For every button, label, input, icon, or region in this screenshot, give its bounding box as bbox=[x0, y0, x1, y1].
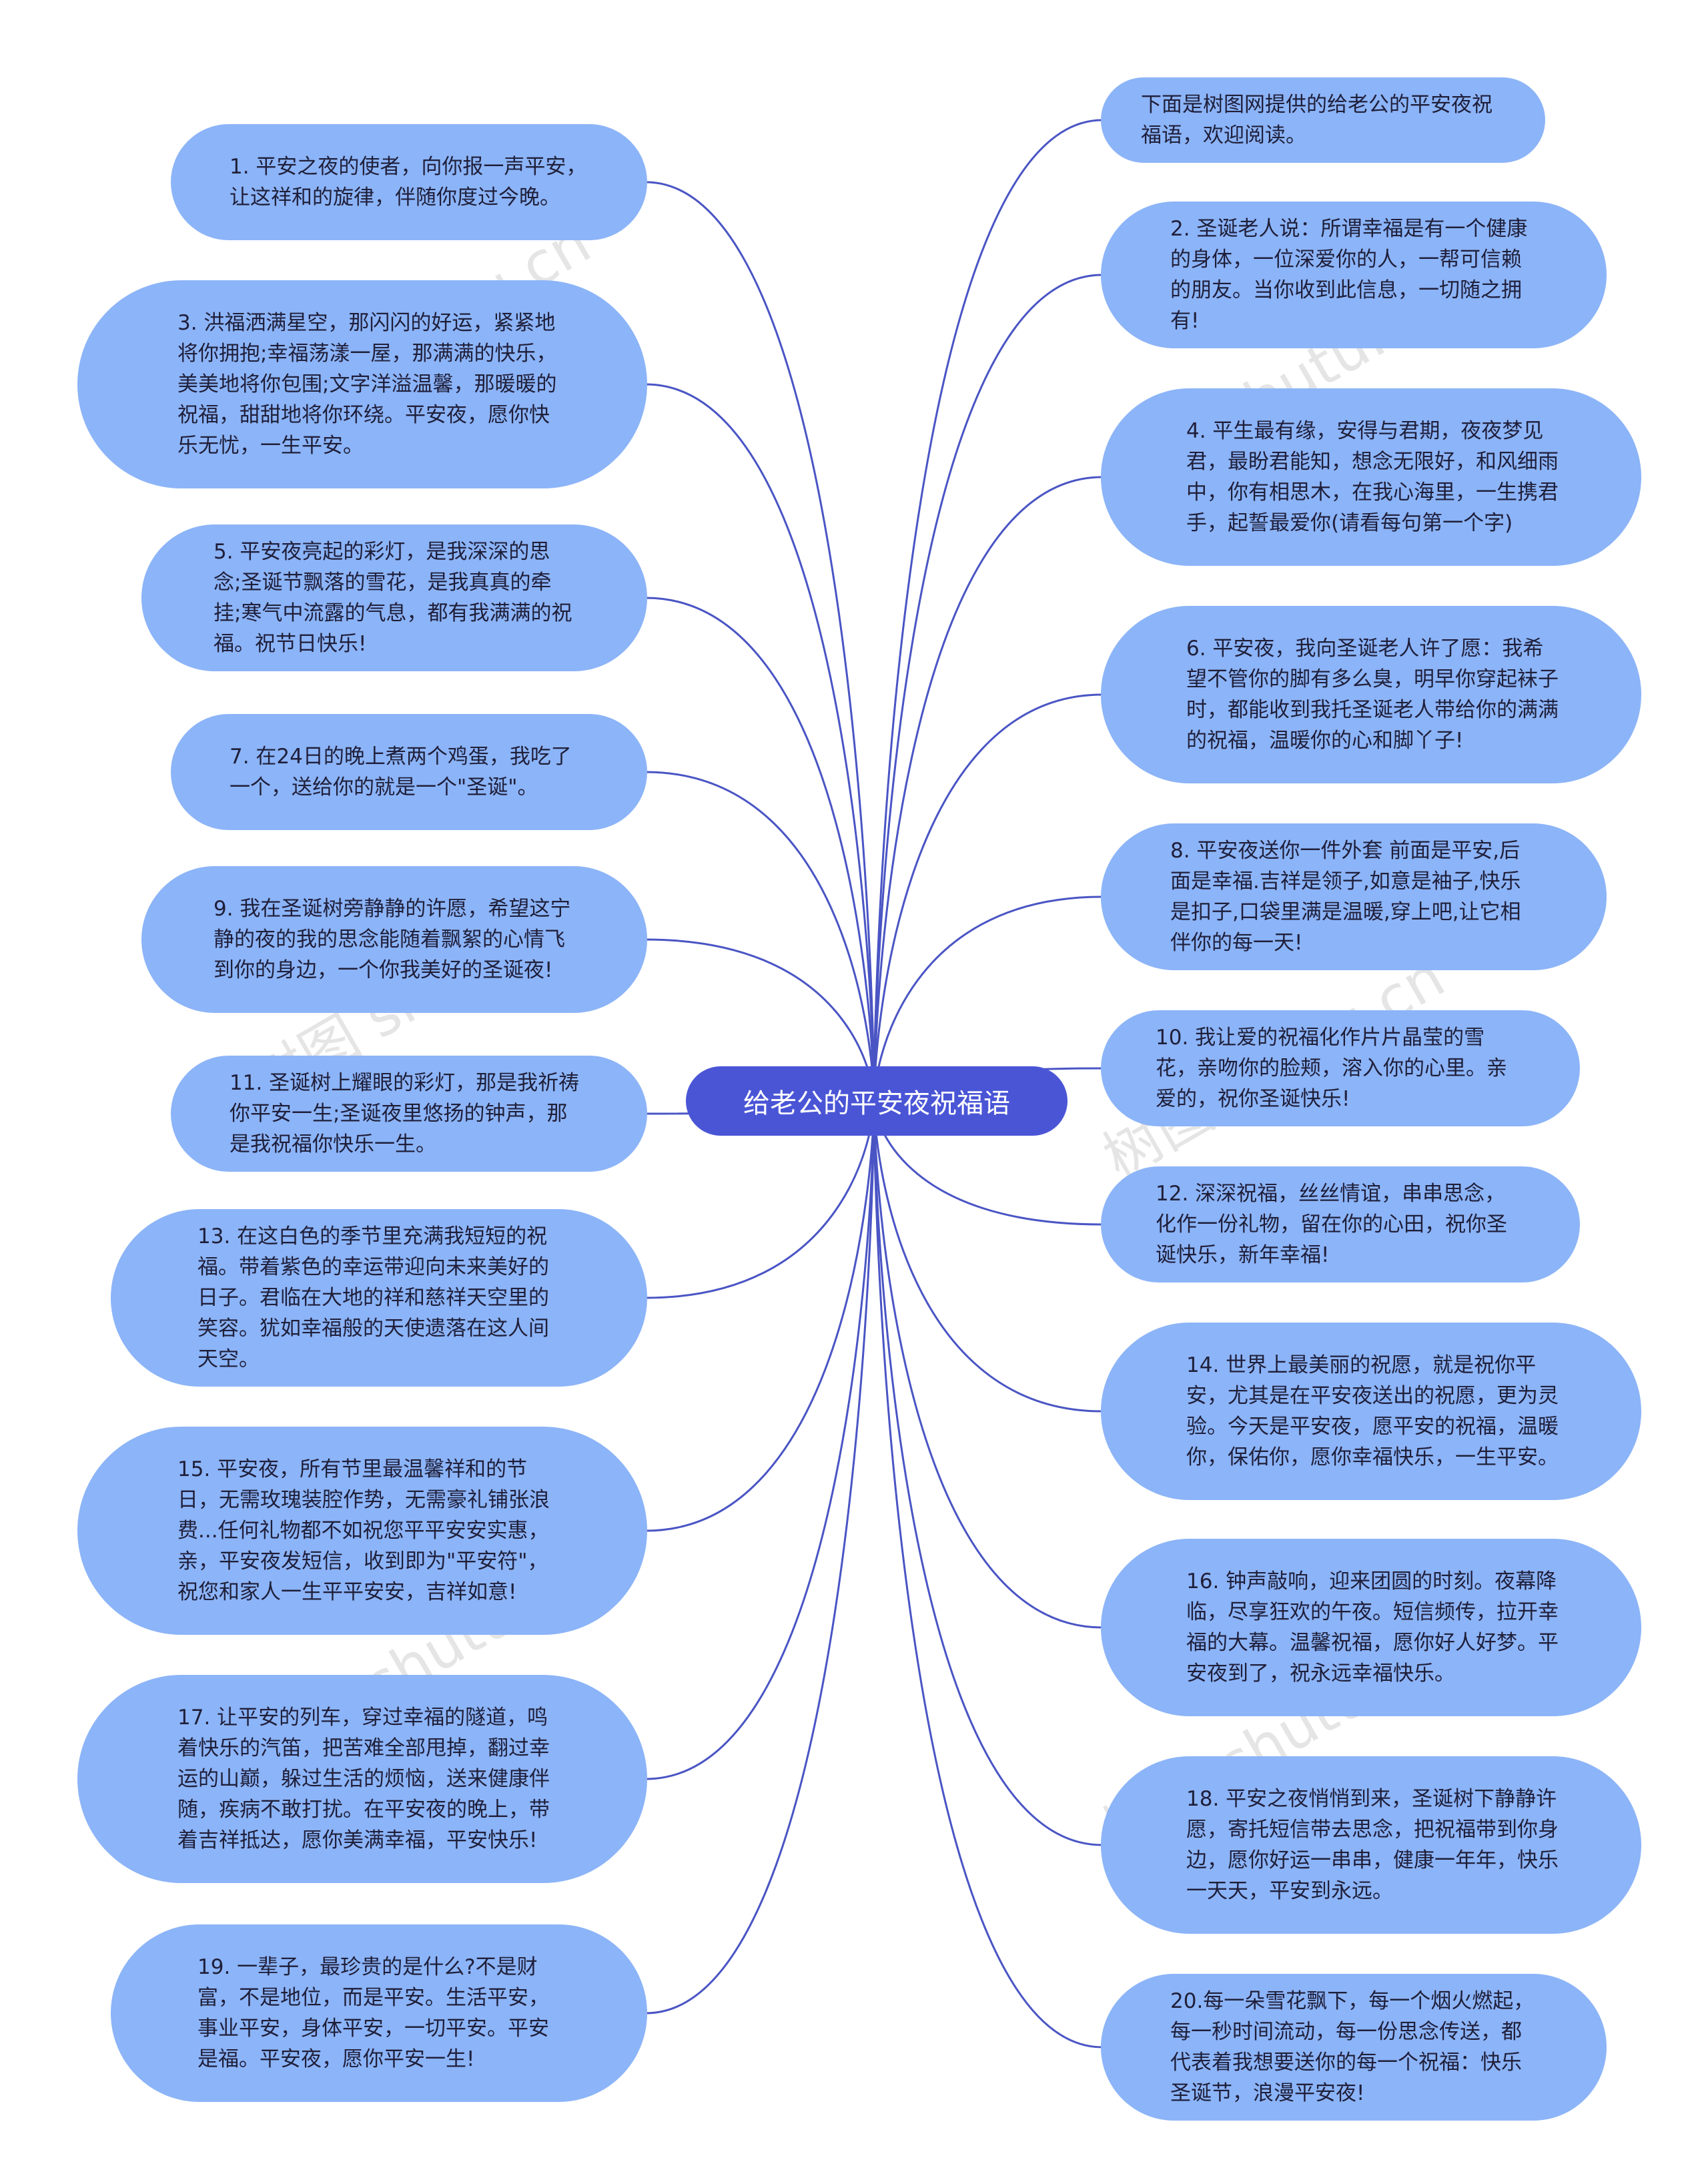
node-text: 2. 圣诞老人说：所谓幸福是有一个健康的身体，一位深爱你的人，一帮可信赖的朋友。… bbox=[1170, 217, 1528, 333]
node-text: 12. 深深祝福，丝丝情谊，串串思念，化作一份礼物，留在你的心田，祝你圣诞快乐，… bbox=[1156, 1182, 1507, 1267]
left-node-19[interactable]: 19. 一辈子，最珍贵的是什么?不是财富，不是地位，而是平安。生活平安，事业平安… bbox=[111, 1924, 647, 2102]
right-node-2[interactable]: 2. 圣诞老人说：所谓幸福是有一个健康的身体，一位深爱你的人，一帮可信赖的朋友。… bbox=[1101, 202, 1607, 348]
right-node-20[interactable]: 20.每一朵雪花飘下，每一个烟火燃起，每一秒时间流动，每一份思念传送，都代表着我… bbox=[1101, 1974, 1607, 2121]
node-text: 4. 平生最有缘，安得与君期，夜夜梦见君，最盼君能知，想念无限好，和风细雨中，你… bbox=[1186, 419, 1559, 535]
connector-right-node-20 bbox=[873, 1100, 1103, 2049]
left-node-5[interactable]: 5. 平安夜亮起的彩灯，是我深深的思念;圣诞节飘落的雪花，是我真真的牵挂;寒气中… bbox=[141, 524, 647, 671]
node-text: 13. 在这白色的季节里充满我短短的祝福。带着紫色的幸运带迎向未来美好的日子。君… bbox=[197, 1224, 549, 1371]
node-text: 9. 我在圣诞树旁静静的许愿，希望这宁静的夜的我的思念能随着飘絮的心情飞到你的身… bbox=[214, 897, 571, 982]
node-text: 16. 钟声敲响，迎来团圆的时刻。夜幕降临，尽享狂欢的午夜。短信频传，拉开幸福的… bbox=[1186, 1569, 1559, 1686]
left-node-15[interactable]: 15. 平安夜，所有节里最温馨祥和的节日，无需玫瑰装腔作势，无需豪礼铺张浪费..… bbox=[77, 1427, 647, 1635]
node-text: 8. 平安夜送你一件外套 前面是平安,后面是幸福.吉祥是领子,如意是袖子,快乐是… bbox=[1170, 839, 1521, 955]
left-node-11[interactable]: 11. 圣诞树上耀眼的彩灯，那是我祈祷你平安一生;圣诞夜里悠扬的钟声，那是我祝福… bbox=[171, 1056, 647, 1172]
connector-right-node-14 bbox=[873, 1100, 1103, 1413]
root-topic[interactable]: 给老公的平安夜祝福语 bbox=[686, 1066, 1068, 1136]
right-node-14[interactable]: 14. 世界上最美丽的祝愿，就是祝你平安，尤其是在平安夜送出的祝愿，更为灵验。今… bbox=[1101, 1323, 1641, 1500]
connector-left-node-17 bbox=[645, 1100, 875, 1780]
node-text: 17. 让平安的列车，穿过幸福的隧道，鸣着快乐的汽笛，把苦难全部甩掉，翻过幸运的… bbox=[177, 1706, 550, 1852]
left-node-17[interactable]: 17. 让平安的列车，穿过幸福的隧道，鸣着快乐的汽笛，把苦难全部甩掉，翻过幸运的… bbox=[77, 1675, 647, 1883]
connector-left-node-19 bbox=[645, 1100, 875, 2015]
node-text: 1. 平安之夜的使者，向你报一声平安，让这祥和的旋律，伴随你度过今晚。 bbox=[230, 155, 587, 210]
right-node-10[interactable]: 10. 我让爱的祝福化作片片晶莹的雪花，亲吻你的脸颊，溶入你的心里。亲爱的，祝你… bbox=[1101, 1010, 1580, 1126]
right-node-4[interactable]: 4. 平生最有缘，安得与君期，夜夜梦见君，最盼君能知，想念无限好，和风细雨中，你… bbox=[1101, 388, 1641, 566]
right-node-intro[interactable]: 下面是树图网提供的给老公的平安夜祝福语，欢迎阅读。 bbox=[1101, 77, 1545, 163]
connector-left-node-1 bbox=[645, 181, 875, 1102]
right-node-18[interactable]: 18. 平安之夜悄悄到来，圣诞树下静静许愿，寄托短信带去思念，把祝福带到你身边，… bbox=[1101, 1756, 1641, 1934]
node-text: 19. 一辈子，最珍贵的是什么?不是财富，不是地位，而是平安。生活平安，事业平安… bbox=[197, 1955, 549, 2071]
node-text: 6. 平安夜，我向圣诞老人许了愿：我希望不管你的脚有多么臭，明早你穿起袜子时，都… bbox=[1186, 637, 1559, 753]
left-node-1[interactable]: 1. 平安之夜的使者，向你报一声平安，让这祥和的旋律，伴随你度过今晚。 bbox=[171, 124, 647, 240]
connector-right-node-18 bbox=[873, 1100, 1103, 1846]
connector-left-node-3 bbox=[645, 383, 875, 1102]
connector-right-node-4 bbox=[873, 476, 1103, 1102]
node-text: 7. 在24日的晚上煮两个鸡蛋，我吃了一个，送给你的就是一个"圣诞"。 bbox=[230, 745, 572, 799]
node-text: 18. 平安之夜悄悄到来，圣诞树下静静许愿，寄托短信带去思念，把祝福带到你身边，… bbox=[1186, 1787, 1559, 1903]
node-text: 下面是树图网提供的给老公的平安夜祝福语，欢迎阅读。 bbox=[1141, 93, 1492, 147]
root-topic-label: 给老公的平安夜祝福语 bbox=[743, 1088, 1010, 1119]
connector-left-node-7 bbox=[645, 771, 875, 1102]
left-node-3[interactable]: 3. 洪福洒满星空，那闪闪的好运，紧紧地将你拥抱;幸福荡漾一屋，那满满的快乐，美… bbox=[77, 280, 647, 488]
node-text: 11. 圣诞树上耀眼的彩灯，那是我祈祷你平安一生;圣诞夜里悠扬的钟声，那是我祝福… bbox=[230, 1071, 580, 1156]
node-text: 15. 平安夜，所有节里最温馨祥和的节日，无需玫瑰装腔作势，无需豪礼铺张浪费..… bbox=[177, 1457, 550, 1604]
left-node-7[interactable]: 7. 在24日的晚上煮两个鸡蛋，我吃了一个，送给你的就是一个"圣诞"。 bbox=[171, 714, 647, 830]
node-text: 20.每一朵雪花飘下，每一个烟火燃起，每一秒时间流动，每一份思念传送，都代表着我… bbox=[1170, 1989, 1535, 2105]
connector-left-node-5 bbox=[645, 597, 875, 1102]
connector-right-node-16 bbox=[873, 1100, 1103, 1629]
right-node-16[interactable]: 16. 钟声敲响，迎来团圆的时刻。夜幕降临，尽享狂欢的午夜。短信频传，拉开幸福的… bbox=[1101, 1539, 1641, 1716]
node-text: 3. 洪福洒满星空，那闪闪的好运，紧紧地将你拥抱;幸福荡漾一屋，那满满的快乐，美… bbox=[177, 311, 557, 458]
right-node-12[interactable]: 12. 深深祝福，丝丝情谊，串串思念，化作一份礼物，留在你的心田，祝你圣诞快乐，… bbox=[1101, 1166, 1580, 1283]
node-text: 14. 世界上最美丽的祝愿，就是祝你平安，尤其是在平安夜送出的祝愿，更为灵验。今… bbox=[1186, 1353, 1559, 1469]
left-node-9[interactable]: 9. 我在圣诞树旁静静的许愿，希望这宁静的夜的我的思念能随着飘絮的心情飞到你的身… bbox=[141, 866, 647, 1013]
node-text: 5. 平安夜亮起的彩灯，是我深深的思念;圣诞节飘落的雪花，是我真真的牵挂;寒气中… bbox=[214, 540, 572, 656]
connector-left-node-15 bbox=[645, 1100, 875, 1532]
connector-right-node-intro bbox=[873, 119, 1103, 1102]
connector-right-node-2 bbox=[873, 274, 1103, 1102]
left-node-13[interactable]: 13. 在这白色的季节里充满我短短的祝福。带着紫色的幸运带迎向未来美好的日子。君… bbox=[111, 1209, 647, 1387]
connector-right-node-6 bbox=[873, 693, 1103, 1102]
right-node-6[interactable]: 6. 平安夜，我向圣诞老人许了愿：我希望不管你的脚有多么臭，明早你穿起袜子时，都… bbox=[1101, 606, 1641, 783]
node-text: 10. 我让爱的祝福化作片片晶莹的雪花，亲吻你的脸颊，溶入你的心里。亲爱的，祝你… bbox=[1156, 1026, 1507, 1111]
right-node-8[interactable]: 8. 平安夜送你一件外套 前面是平安,后面是幸福.吉祥是领子,如意是袖子,快乐是… bbox=[1101, 823, 1607, 970]
